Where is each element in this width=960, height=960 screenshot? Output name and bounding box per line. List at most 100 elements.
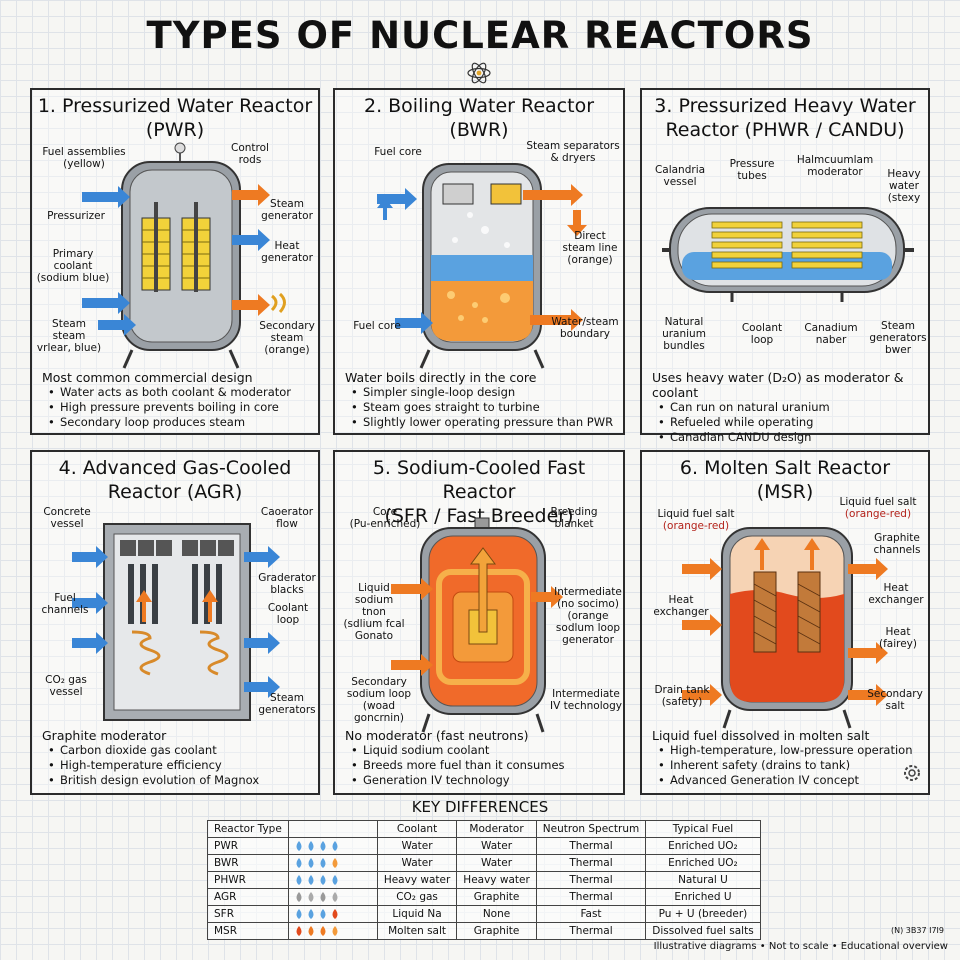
- table-header-row: Reactor Type Coolant Moderator Neutron S…: [207, 820, 761, 838]
- bullet: Generation IV technology: [351, 773, 565, 788]
- drop-mark: [332, 858, 338, 868]
- desc-head: Water boils directly in the core: [345, 370, 537, 385]
- panel-title: 1. Pressurized Water Reactor (PWR): [37, 95, 313, 141]
- label-heat-exchanger-left: Heat exchanger: [653, 594, 709, 618]
- table-cell-type: AGR: [207, 888, 289, 906]
- label-secondary-sodium: Secondary sodium loop (woad goncrnin): [346, 676, 412, 724]
- drop-mark: [332, 909, 338, 919]
- drop-mark: [296, 909, 302, 919]
- table-cell-type: MSR: [207, 922, 289, 940]
- table-cell-type: PWR: [207, 837, 289, 855]
- col-header: Typical Fuel: [645, 820, 761, 838]
- bullet: Secondary loop produces steam: [48, 415, 291, 430]
- table-cell-spectrum: Thermal: [535, 854, 647, 872]
- drop-mark: [320, 892, 326, 902]
- label-fuel-assemblies: Fuel assemblies (yellow): [42, 146, 126, 170]
- panel-title: 4. Advanced Gas-Cooled Reactor (AGR): [58, 457, 292, 503]
- panel-sfr: 5. Sodium-Cooled Fast Reactor (SFR / Fas…: [333, 450, 625, 795]
- label-moderator: Halmcuumlam moderator: [796, 154, 874, 178]
- drop-mark: [296, 858, 302, 868]
- table-cell-coolant: Heavy water: [376, 871, 458, 889]
- gear-icon: [904, 765, 920, 781]
- msr-diagram: [682, 527, 888, 729]
- label-fuel-channels: Fuel channels: [41, 592, 89, 616]
- table-cell-moderator: None: [456, 905, 537, 923]
- drop-mark: [320, 875, 326, 885]
- bullet: Canadian CANDU design: [658, 430, 928, 445]
- row-icon: [287, 922, 378, 940]
- desc-head: Uses heavy water (D₂O) as moderator & co…: [652, 370, 904, 400]
- table-cell-coolant: CO₂ gas: [376, 888, 458, 906]
- sfr-description: No moderator (fast neutrons) Liquid sodi…: [345, 728, 565, 788]
- label-coolant-flow: Caoerator flow: [260, 506, 314, 530]
- label-co2-vessel: CO₂ gas vessel: [45, 674, 87, 698]
- label-canadium: Canadium naber: [804, 322, 858, 346]
- table-cell-fuel: Natural U: [645, 871, 761, 889]
- table-cell-type: SFR: [207, 905, 289, 923]
- label-liquid-fuel-left-sub: (orange-red): [662, 520, 730, 532]
- bwr-description: Water boils directly in the core Simpler…: [345, 370, 613, 430]
- desc-head: Graphite moderator: [42, 728, 167, 743]
- row-icon: [287, 888, 378, 906]
- atom-icon: [467, 62, 491, 84]
- label-liquid-fuel-right: Liquid fuel salt: [839, 496, 917, 508]
- bullet: Advanced Generation IV concept: [658, 773, 913, 788]
- label-heavy-water: Heavy water (stexy: [887, 168, 921, 204]
- label-liquid-fuel-left: Liquid fuel salt: [657, 508, 735, 520]
- drop-mark: [332, 841, 338, 851]
- drop-mark: [320, 926, 326, 936]
- label-coolant-loop: Coolant loop: [741, 322, 783, 346]
- col-header: Reactor Type: [207, 820, 289, 838]
- bullet: Breeds more fuel than it consumes: [351, 758, 564, 773]
- bullet: Liquid sodium coolant: [351, 743, 565, 758]
- bullet: High-temperature efficiency: [48, 758, 259, 773]
- panel-phwr: 3. Pressurized Heavy Water Reactor (PHWR…: [640, 88, 930, 445]
- drop-mark: [332, 892, 338, 902]
- agr-diagram: [72, 523, 280, 721]
- panel-title: 2. Boiling Water Reactor (BWR): [363, 95, 595, 141]
- phwr-diagram: [662, 207, 914, 302]
- panel-title: 6. Molten Salt Reactor (MSR): [679, 457, 891, 503]
- label-intermediate-iv: Intermediate IV technology: [550, 688, 622, 712]
- panel-msr: 6. Molten Salt Reactor (MSR) Liquid fuel…: [640, 450, 930, 795]
- drop-mark: [320, 841, 326, 851]
- table-cell-moderator: Water: [456, 837, 537, 855]
- table-cell-type: PHWR: [207, 871, 289, 889]
- table-cell-moderator: Graphite: [456, 922, 537, 940]
- sfr-diagram: [391, 517, 563, 733]
- label-steam-separators: Steam separators & dryers: [526, 140, 620, 164]
- bullet: Inherent safety (drains to tank): [658, 758, 913, 773]
- page-title: TYPES OF NUCLEAR REACTORS: [146, 14, 814, 57]
- bullet: Carbon dioxide gas coolant: [48, 743, 259, 758]
- drop-mark: [296, 926, 302, 936]
- drop-mark: [332, 875, 338, 885]
- table-cell-fuel: Enriched U: [645, 888, 761, 906]
- key-differences-title: KEY DIFFERENCES: [411, 798, 549, 816]
- label-steam-generators: Steam generators: [258, 692, 316, 716]
- panel-title: 3. Pressurized Heavy Water Reactor (PHWR…: [654, 95, 916, 141]
- drop-mark: [332, 926, 338, 936]
- row-icon: [287, 871, 378, 889]
- bullet: British design evolution of Magnox: [48, 773, 259, 788]
- pwr-diagram: [82, 142, 286, 369]
- label-heat-generator: Heat generator: [261, 240, 313, 264]
- label-steam-left: Steam steam vrlear, blue): [36, 318, 102, 354]
- phwr-description: Uses heavy water (D₂O) as moderator & co…: [652, 370, 928, 445]
- panel-title: 5. Sodium-Cooled Fast Reactor (SFR / Fas…: [372, 457, 586, 527]
- table-cell-moderator: Water: [456, 854, 537, 872]
- key-differences-table: Reactor Type Coolant Moderator Neutron S…: [207, 820, 761, 940]
- label-coolant-loop: Coolant loop: [267, 602, 309, 626]
- pwr-description: Most common commercial design Water acts…: [42, 370, 291, 430]
- footer-note: Illustrative diagrams • Not to scale • E…: [653, 941, 948, 952]
- drop-mark: [296, 892, 302, 902]
- label-intermediate: Intermediate (no socimo) (orange sodlum …: [554, 586, 622, 646]
- label-natural-uranium: Natural uranium bundles: [662, 316, 706, 352]
- drop-mark: [308, 892, 314, 902]
- msr-description: Liquid fuel dissolved in molten salt Hig…: [652, 728, 913, 788]
- table-cell-coolant: Water: [376, 837, 458, 855]
- label-liquid-sodium: Liquid sodium tnon (sdlium fcal Gonato: [343, 582, 405, 642]
- desc-head: No moderator (fast neutrons): [345, 728, 529, 743]
- drops-icon: [296, 841, 338, 851]
- bwr-diagram: [377, 163, 587, 369]
